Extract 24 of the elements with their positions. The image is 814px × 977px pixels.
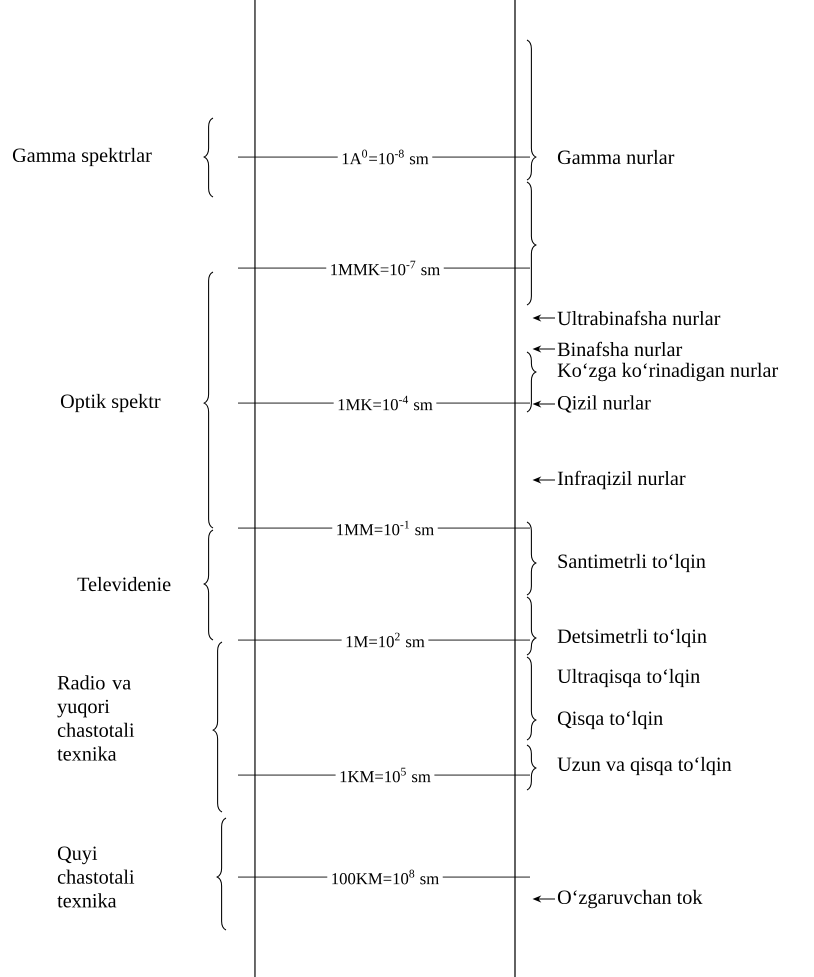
region-label: Quyi chastotali texnika xyxy=(57,846,134,908)
region-label: Gamma spektrlar xyxy=(12,148,152,166)
region-label: Radio va yuqori chastotali texnika xyxy=(57,675,134,761)
arrow-label: Infraqizil nurlar xyxy=(558,470,686,490)
region-label: Televidenie xyxy=(77,576,170,592)
region-label: Gamma nurlar xyxy=(558,150,674,164)
region-label: Uzun va qisqa to‘lqin xyxy=(558,756,732,776)
arrow-label: Binafsha nurlar xyxy=(558,342,682,356)
region-label: Qisqa to‘lqin xyxy=(558,710,663,730)
region-label: Santimetrli to‘lqin xyxy=(558,554,706,572)
scale-value: 1MM=10$^{-1}$ sm xyxy=(332,517,438,539)
scale-value: 1MK=10$^{-4}$ sm xyxy=(334,392,436,414)
arrow-label: Ultrabinafsha nurlar xyxy=(558,310,720,326)
arrow-label: Qizil nurlar xyxy=(558,395,651,413)
scale-value: 1MMK=10$^{-7}$ sm xyxy=(326,257,444,279)
region-label: Ko‘zga ko‘rinadigan nurlar xyxy=(558,362,778,382)
scale-value: 1M=10$^{2}$ sm xyxy=(342,629,428,651)
scale-value: 1KM=10$^{5}$ sm xyxy=(336,764,434,786)
region-label: Detsimetrli to‘lqin xyxy=(558,628,707,648)
region-label: Ultraqisqa to‘lqin xyxy=(558,668,700,688)
scale-value: 100KM=10$^{8}$ sm xyxy=(327,866,443,888)
scale-value: 1A$^{0}$=10$^{-8}$ sm xyxy=(338,146,432,168)
region-label: Optik spektr xyxy=(60,394,160,412)
arrow-label: O‘zgaruvchan tok xyxy=(558,890,702,908)
